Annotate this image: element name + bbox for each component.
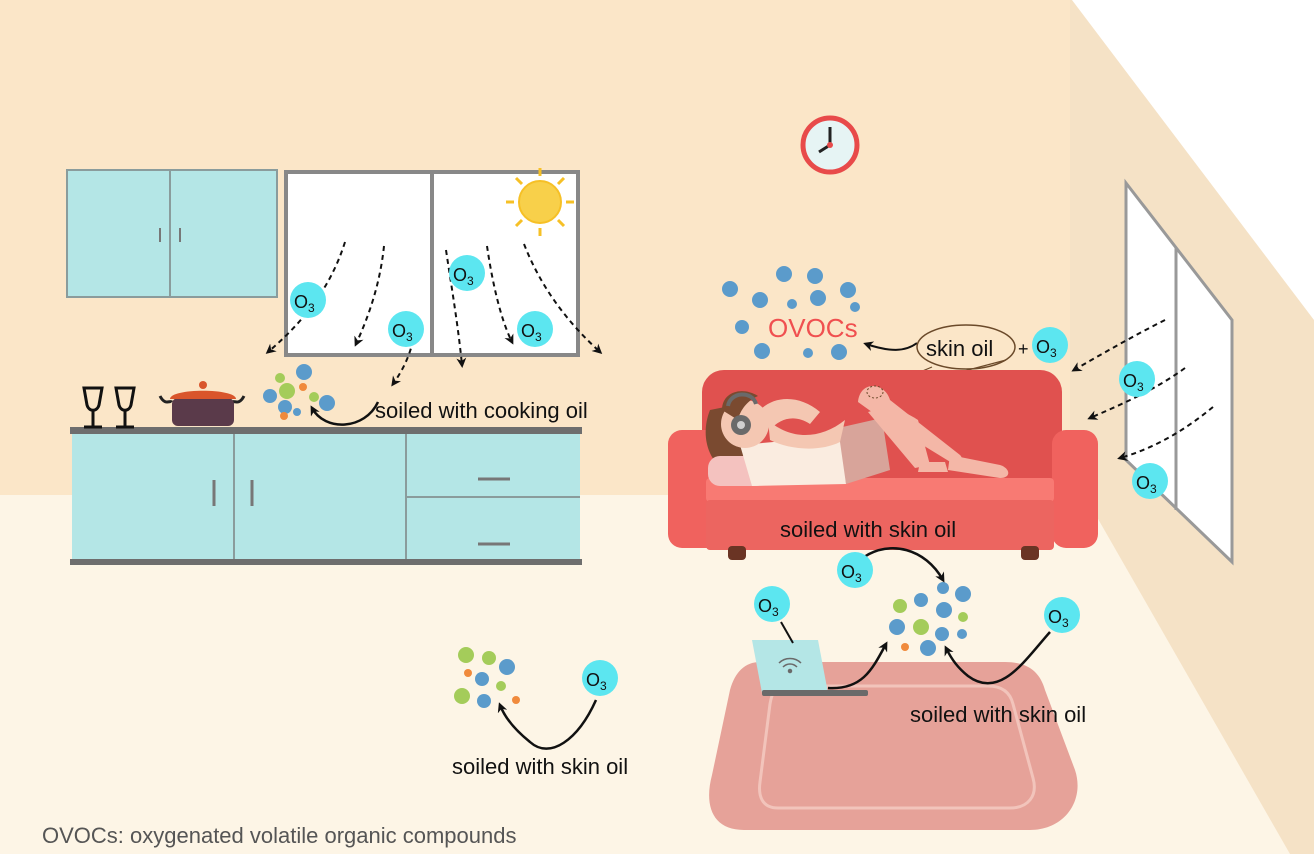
ozone-subscript: 3 <box>600 679 607 693</box>
plus-sign: + <box>1018 339 1029 359</box>
ozone-o: O <box>392 321 406 341</box>
ozone-o: O <box>841 562 855 582</box>
ozone-o: O <box>758 596 772 616</box>
cooking-pot-icon <box>158 381 246 426</box>
reaction-arrow-ovocs <box>863 341 918 351</box>
ozone-bubble: O3 <box>754 586 790 622</box>
ovoc-cluster-counter <box>263 364 335 420</box>
ozone-o: O <box>453 265 467 285</box>
ovoc-cluster-floor <box>454 647 520 708</box>
ozone-subscript: 3 <box>772 605 779 619</box>
ovoc-cluster-rug <box>889 582 971 656</box>
laptop-icon <box>752 640 868 696</box>
svg-text:O3: O3 <box>841 562 862 585</box>
ozone-o: O <box>294 292 308 312</box>
reaction-arrow-rug-right <box>944 631 1051 685</box>
ovoc-cluster-sofa <box>722 266 860 360</box>
svg-text:O3: O3 <box>294 292 315 315</box>
reaction-arrow-floor <box>497 699 598 750</box>
ozone-o: O <box>521 321 535 341</box>
wifi-icon <box>778 657 802 674</box>
ozone-subscript: 3 <box>1137 380 1144 394</box>
label-ovocs: OVOCs <box>768 313 858 343</box>
ozone-subscript: 3 <box>1150 482 1157 496</box>
ozone-subscript: 3 <box>406 330 413 344</box>
ozone-subscript: 3 <box>1062 616 1069 630</box>
ozone-subscript: 3 <box>855 571 862 585</box>
wine-glass-icon <box>114 386 136 429</box>
ozone-bubble: O3 <box>290 282 326 318</box>
upper-cabinet <box>66 169 278 298</box>
svg-text:O3: O3 <box>758 596 779 619</box>
svg-text:O3: O3 <box>392 321 413 344</box>
ozone-o: O <box>1048 607 1062 627</box>
reaction-arrow-laptop <box>827 641 888 690</box>
wine-glass-icon <box>82 386 104 429</box>
svg-text:O3: O3 <box>453 265 474 288</box>
ozone-bubble: O3 <box>1119 361 1155 397</box>
ozone-bubble: O3 <box>582 660 618 696</box>
footnote: OVOCs: oxygenated volatile organic compo… <box>42 823 516 848</box>
ozone-bubble: O3 <box>388 311 424 347</box>
ozone-bubble: O3 <box>837 552 873 588</box>
ozone-o: O <box>1123 371 1137 391</box>
reaction-arrow-sofa-down <box>863 547 945 583</box>
ozone-bubble: O3 <box>517 311 553 347</box>
svg-text:O3: O3 <box>1036 337 1057 360</box>
clock-icon <box>800 115 860 175</box>
rug <box>709 662 1078 830</box>
ozone-bubble: O3 <box>1032 327 1068 363</box>
reaction-arrow-cooking <box>310 401 380 426</box>
svg-text:O3: O3 <box>521 321 542 344</box>
ozone-o: O <box>586 670 600 690</box>
ozone-subscript: 3 <box>1050 346 1057 360</box>
label-skin-oil: skin oil <box>926 336 993 361</box>
sun-icon <box>506 168 574 236</box>
svg-text:O3: O3 <box>1048 607 1069 630</box>
label-soiled-sofa: soiled with skin oil <box>780 517 956 542</box>
ozone-bubble: O3 <box>1044 597 1080 633</box>
ozone-bubble: O3 <box>449 255 485 291</box>
ozone-subscript: 3 <box>535 330 542 344</box>
ozone-o: O <box>1036 337 1050 357</box>
ozone-bubble: O3 <box>1132 463 1168 499</box>
svg-text:O3: O3 <box>586 670 607 693</box>
ozone-subscript: 3 <box>308 301 315 315</box>
svg-text:O3: O3 <box>1136 473 1157 496</box>
label-soiled-cooking-oil: soiled with cooking oil <box>375 398 588 423</box>
ozone-o: O <box>1136 473 1150 493</box>
side-wall-top-white <box>1072 0 1314 320</box>
ozone-tether-laptop <box>780 621 794 644</box>
label-soiled-floor: soiled with skin oil <box>452 754 628 779</box>
person-reclining <box>705 386 1009 486</box>
headphones-icon <box>726 392 758 435</box>
label-soiled-rug: soiled with skin oil <box>910 702 1086 727</box>
skin-oil-spot <box>866 385 884 399</box>
svg-text:O3: O3 <box>1123 371 1144 394</box>
kitchen-counter <box>70 427 582 565</box>
ozone-subscript: 3 <box>467 274 474 288</box>
skin-oil-bubble: skin oil <box>916 324 1016 370</box>
